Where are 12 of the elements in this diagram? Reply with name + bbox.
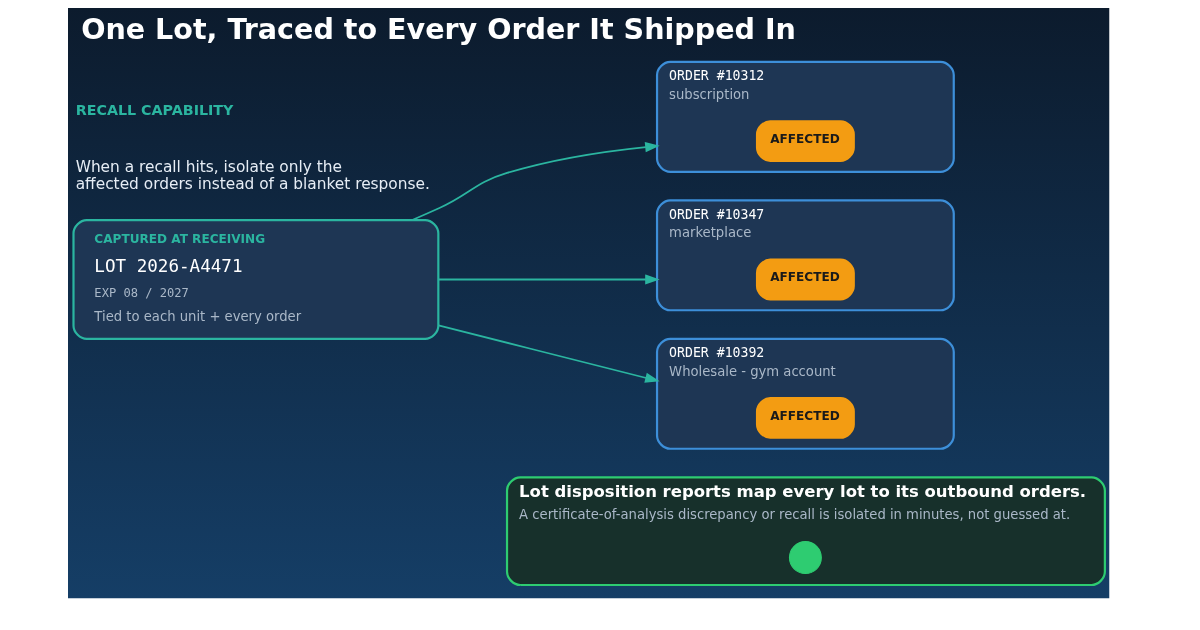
label: When a recall hits, isolate only the affected orders instead of a blanket response. [75,158,430,193]
node-circle [788,541,822,574]
node-box: AFFECTED [755,258,855,301]
node-box: AFFECTED [755,397,855,439]
diagram-title: One Lot, Traced to Every Order It Shipped In [80,11,796,46]
arrow [437,324,660,383]
node-box: AFFECTED [755,120,855,162]
cluster: Lot disposition reports map every lot to its outbound orders. A certificate-of-analysis discrepancy or recall is isolated in minutes, not guessed at. [505,476,1106,587]
arrow [437,274,660,285]
label: RECALL CAPABILITY [75,102,233,119]
node-box: CAPTURED AT RECEIVING LOT 2026-A4471 EXP 08 / 2027 Tied to each unit + every order [71,219,439,340]
arrow [410,142,660,221]
